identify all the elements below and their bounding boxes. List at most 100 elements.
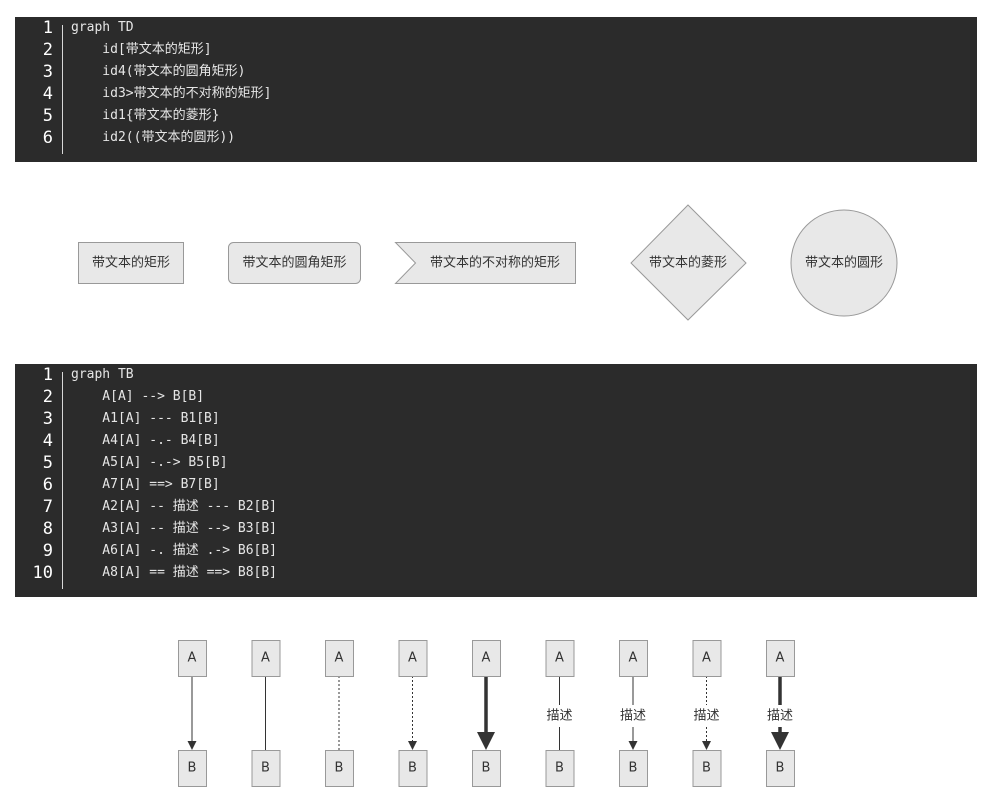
- code-line: 2 id[带文本的矩形]: [15, 39, 977, 61]
- source-node: [766, 640, 795, 677]
- target-node-label: B: [408, 761, 417, 776]
- line-number: 8: [42, 519, 53, 539]
- target-node: [178, 750, 207, 787]
- node-circle: 带文本的圆形: [790, 209, 898, 317]
- link-label: 描述: [693, 709, 719, 724]
- target-node-label: B: [555, 761, 564, 776]
- line-number-gutter-divider: [62, 372, 63, 589]
- source-node-label: A: [188, 651, 197, 666]
- source-node-label: A: [629, 651, 638, 666]
- code-text: id1{带文本的菱形}: [71, 108, 220, 123]
- node-rounded-rectangle-label: 带文本的圆角矩形: [242, 255, 346, 271]
- code-text: A[A] --> B[B]: [71, 389, 205, 404]
- target-node-label: B: [335, 761, 344, 776]
- code-line: 2 A[A] --> B[B]: [15, 386, 977, 408]
- node-asymmetric-shape: 带文本的不对称的矩形: [394, 242, 576, 284]
- line-number: 5: [42, 453, 53, 473]
- node-circle-label: 带文本的圆形: [805, 255, 883, 271]
- source-node-label: A: [702, 651, 711, 666]
- source-node: [692, 640, 722, 677]
- code-block-node-shapes: 1 graph TD 2 id[带文本的矩形] 3 id4(带文本的圆角矩形) 4…: [15, 17, 977, 162]
- target-node: [619, 750, 648, 787]
- target-node: [325, 750, 354, 787]
- arrowhead: [702, 741, 711, 750]
- node-rectangle-label: 带文本的矩形: [92, 255, 170, 271]
- arrowhead: [477, 732, 495, 750]
- code-text: A3[A] -- 描述 --> B3[B]: [71, 521, 278, 536]
- code-text: A1[A] --- B1[B]: [71, 411, 220, 426]
- target-node: [472, 750, 501, 787]
- code-line: 3 id4(带文本的圆角矩形): [15, 61, 977, 83]
- node-shapes-diagram: 带文本的矩形 带文本的圆角矩形 带文本的不对称的矩形 带文本的菱形 带文本的圆形: [0, 195, 993, 335]
- line-number: 3: [42, 409, 53, 429]
- source-node-label: A: [408, 651, 417, 666]
- link-example: AB: [398, 640, 428, 787]
- link-example: AB: [178, 640, 207, 787]
- target-node-label: B: [629, 761, 638, 776]
- line-number: 6: [42, 128, 53, 148]
- line-number: 3: [42, 62, 53, 82]
- code-text: graph TD: [71, 20, 134, 35]
- line-number: 2: [42, 40, 53, 60]
- line-number: 4: [42, 431, 53, 451]
- code-text: id2((带文本的圆形)): [71, 130, 236, 145]
- code-line: 7 A2[A] -- 描述 --- B2[B]: [15, 496, 977, 518]
- source-node-label: A: [776, 651, 785, 666]
- link-example: AB: [325, 640, 354, 787]
- line-number: 1: [42, 18, 53, 38]
- target-node-label: B: [702, 761, 711, 776]
- node-asymmetric-shape-label: 带文本的不对称的矩形: [430, 255, 560, 271]
- target-node-label: B: [776, 761, 785, 776]
- target-node: [398, 750, 428, 787]
- code-text: A8[A] == 描述 ==> B8[B]: [71, 565, 278, 580]
- arrowhead: [187, 741, 197, 750]
- link-example: 描述 A B: [619, 640, 648, 787]
- code-line: 4 A4[A] -.- B4[B]: [15, 430, 977, 452]
- code-text: A4[A] -.- B4[B]: [71, 433, 220, 448]
- code-line: 1 graph TD: [15, 17, 977, 39]
- target-node: [692, 750, 722, 787]
- code-text: A5[A] -.-> B5[B]: [71, 455, 228, 470]
- line-number: 9: [42, 541, 53, 561]
- line-number: 1: [42, 365, 53, 385]
- arrowhead: [408, 741, 417, 750]
- code-text: A2[A] -- 描述 --- B2[B]: [71, 499, 278, 514]
- source-node: [619, 640, 648, 677]
- source-node: [545, 640, 575, 677]
- target-node: [545, 750, 575, 787]
- source-node-label: A: [261, 651, 270, 666]
- link-example: AB: [251, 640, 281, 787]
- source-node: [325, 640, 354, 677]
- code-line: 5 id1{带文本的菱形}: [15, 105, 977, 127]
- line-number-gutter-divider: [62, 25, 63, 154]
- source-node: [398, 640, 428, 677]
- line-number: 2: [42, 387, 53, 407]
- source-node-label: A: [335, 651, 344, 666]
- code-line: 3 A1[A] --- B1[B]: [15, 408, 977, 430]
- target-node-label: B: [482, 761, 491, 776]
- line-number: 4: [42, 84, 53, 104]
- target-node: [766, 750, 795, 787]
- code-text: A7[A] ==> B7[B]: [71, 477, 220, 492]
- arrowhead: [628, 741, 638, 750]
- link-example: 描述 A B: [692, 640, 722, 787]
- code-line: 8 A3[A] -- 描述 --> B3[B]: [15, 518, 977, 540]
- line-number: 7: [42, 497, 53, 517]
- link-label: 描述: [546, 709, 572, 724]
- node-rounded-rectangle: 带文本的圆角矩形: [228, 242, 361, 284]
- link-label: 描述: [620, 709, 646, 724]
- node-rhombus-label: 带文本的菱形: [649, 255, 727, 271]
- code-text: id4(带文本的圆角矩形): [71, 64, 246, 79]
- link-example: AB: [472, 640, 501, 787]
- code-line: 9 A6[A] -. 描述 .-> B6[B]: [15, 540, 977, 562]
- code-line: 4 id3>带文本的不对称的矩形]: [15, 83, 977, 105]
- code-line: 6 A7[A] ==> B7[B]: [15, 474, 977, 496]
- source-node: [251, 640, 281, 677]
- code-line: 6 id2((带文本的圆形)): [15, 127, 977, 149]
- source-node-label: A: [482, 651, 491, 666]
- node-rectangle: 带文本的矩形: [78, 242, 184, 284]
